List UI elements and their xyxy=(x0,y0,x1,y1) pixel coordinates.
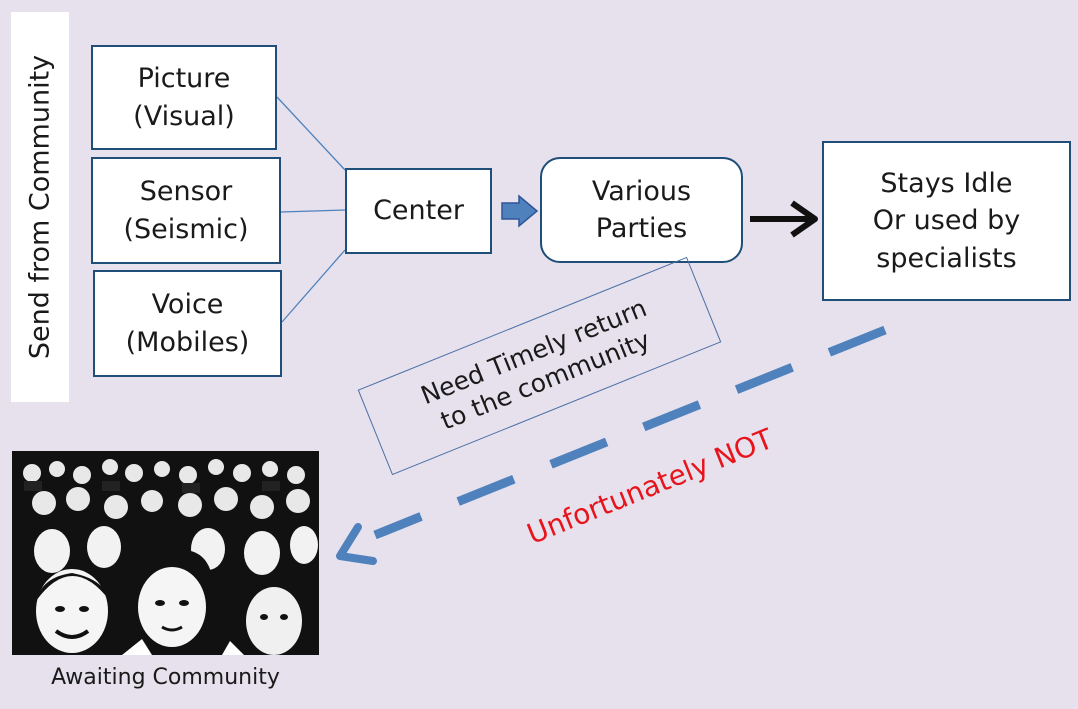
input-voice-subtitle: (Mobiles) xyxy=(125,326,250,358)
outcome-line3: specialists xyxy=(876,242,1017,274)
crowd-caption: Awaiting Community xyxy=(51,665,280,690)
input-voice-title: Voice xyxy=(151,289,224,321)
connector-voice-center xyxy=(281,249,346,323)
outcome-line1: Stays Idle xyxy=(880,168,1013,200)
right-block-arrow-icon xyxy=(501,194,539,228)
input-box-picture: Picture (Visual) xyxy=(91,45,277,150)
parties-box: Various Parties xyxy=(540,157,743,263)
connector-picture-center xyxy=(276,96,346,171)
outcome-line2: Or used by xyxy=(872,205,1021,237)
right-arrow-icon xyxy=(750,200,818,238)
input-sensor-title: Sensor xyxy=(139,176,233,208)
center-label: Center xyxy=(373,195,464,227)
input-box-sensor: Sensor (Seismic) xyxy=(91,157,281,264)
input-picture-subtitle: (Visual) xyxy=(133,100,235,132)
crowd-illustration xyxy=(12,451,319,655)
dashed-return-line xyxy=(373,325,887,540)
parties-line1: Various xyxy=(591,175,692,207)
outcome-box: Stays Idle Or used by specialists xyxy=(822,141,1071,301)
down-left-arrow-icon xyxy=(336,523,377,565)
input-sensor-subtitle: (Seismic) xyxy=(123,213,249,245)
connector-sensor-center xyxy=(280,209,346,213)
input-picture-title: Picture xyxy=(137,63,231,95)
center-box: Center xyxy=(345,168,492,254)
input-box-voice: Voice (Mobiles) xyxy=(93,270,282,377)
parties-line2: Parties xyxy=(595,213,688,244)
side-label-box: Send from Community xyxy=(11,12,69,402)
